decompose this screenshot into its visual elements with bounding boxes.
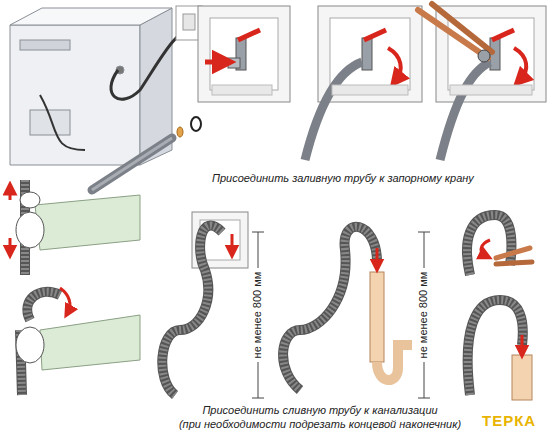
watermark: ТЕРКА: [482, 412, 536, 430]
hose-trim: [467, 215, 532, 400]
drain-hose: [40, 95, 85, 150]
caption-text: (при необходимости подрезать концевой на…: [179, 418, 461, 431]
drain-pipe: [283, 227, 430, 398]
wall-plate: [305, 6, 422, 160]
wall-plate: [418, 4, 546, 160]
washing-machine: [10, 8, 172, 165]
inlet-hose-part: [92, 117, 201, 190]
instruction-text: Присоединить заливную трубу к запорному …: [212, 172, 474, 185]
dimension-label: не менее 800 мм: [417, 270, 430, 361]
wall-socket: [183, 14, 195, 30]
wall-plate: [198, 6, 290, 102]
drain-wall: [162, 212, 264, 398]
hands-hose: [10, 180, 140, 395]
caption-text: Присоединить сливную трубу к канализации: [202, 404, 437, 417]
dimension-label: не менее 800 мм: [251, 270, 264, 361]
